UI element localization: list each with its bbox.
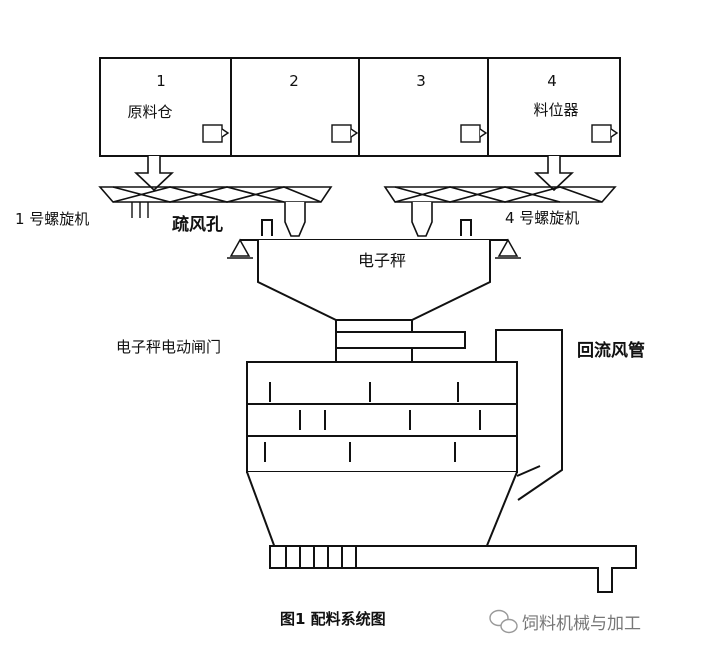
- watermark: 饲料机械与加工: [489, 609, 641, 634]
- vent-holes: [261, 219, 472, 236]
- feed-pipe-4: [411, 202, 433, 237]
- return-duct-label: 回流风管: [577, 340, 645, 361]
- screw-4-label: 4 号螺旋机: [505, 209, 579, 227]
- scale-label: 电子秤: [358, 251, 406, 270]
- bin-3-number: 3: [416, 72, 426, 90]
- bin-1-label: 原料仓: [127, 103, 172, 121]
- mixer-baffles: [264, 382, 481, 462]
- return-air-duct: [495, 329, 563, 501]
- outlet-arrow-icon: [133, 156, 175, 192]
- support-triangle-icon: [497, 238, 519, 257]
- screw-conveyor-1: [98, 186, 333, 203]
- watermark-text: 饲料机械与加工: [522, 614, 641, 634]
- electronic-scale: [240, 239, 508, 362]
- level-sensor-icon: [460, 124, 488, 143]
- vent-hole: [460, 219, 472, 236]
- level-sensor-icon: [331, 124, 359, 143]
- support-triangle-icon: [229, 238, 251, 257]
- bin-2-number: 2: [289, 72, 299, 90]
- bottom-conveyor: [269, 545, 637, 593]
- wechat-icon: [489, 609, 518, 634]
- scale-supports: [227, 238, 521, 259]
- level-sensor-icon: [202, 124, 230, 143]
- screw-vent-bars: [131, 202, 149, 218]
- feed-pipe-1: [284, 202, 306, 237]
- bin-outlet-arrows: [133, 156, 575, 192]
- vent-hole: [261, 219, 273, 236]
- mixer-body: [246, 361, 518, 549]
- feed-pipes: [284, 202, 433, 237]
- screw-1-label: 1 号螺旋机: [15, 210, 89, 228]
- bin-4-number: 4: [547, 72, 557, 90]
- bin-1-number: 1: [156, 72, 166, 90]
- bin-4-label: 料位器: [533, 101, 578, 119]
- vent-hole-label: 疏风孔: [172, 214, 223, 235]
- figure-caption: 图1 配料系统图: [280, 610, 386, 628]
- screw-conveyor-4: [383, 186, 617, 203]
- outlet-arrow-icon: [533, 156, 575, 192]
- level-sensors: [202, 124, 619, 143]
- level-sensor-icon: [591, 124, 619, 143]
- bin-row: [99, 57, 621, 157]
- electric-gate: [335, 331, 466, 349]
- scale-gate-label: 电子秤电动闸门: [116, 338, 221, 356]
